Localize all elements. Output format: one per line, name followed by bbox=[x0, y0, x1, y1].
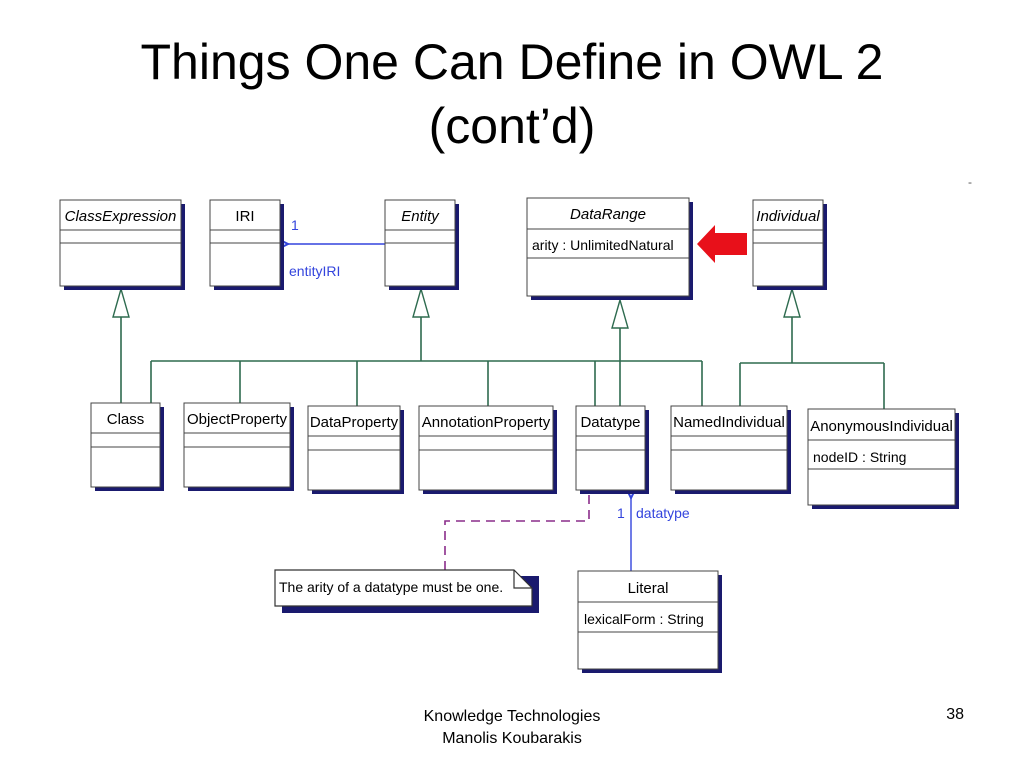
class-iri: IRI bbox=[209, 199, 284, 290]
page-number: 38 bbox=[946, 706, 964, 723]
class-name: Literal bbox=[628, 580, 669, 597]
class-class-expression: ClassExpression bbox=[59, 199, 185, 290]
class-name: DataRange bbox=[570, 206, 646, 223]
class-name: Entity bbox=[401, 208, 440, 225]
class-name: AnnotationProperty bbox=[422, 414, 551, 431]
literal-datatype-role-label: datatype bbox=[636, 505, 690, 521]
class-class: Class bbox=[90, 402, 164, 491]
class-name: ClassExpression bbox=[65, 208, 177, 225]
literal-datatype-multiplicity: 1 bbox=[617, 505, 625, 521]
class-named-individual: NamedIndividual bbox=[670, 405, 791, 494]
class-literal: Literal lexicalForm : String bbox=[577, 570, 722, 673]
slide-title-line-2: (cont’d) bbox=[428, 98, 596, 154]
class-name: Individual bbox=[756, 208, 820, 225]
red-left-arrow-icon bbox=[697, 225, 747, 263]
generalization-triangle bbox=[112, 286, 130, 318]
class-datatype: Datatype bbox=[575, 405, 649, 494]
class-data-range: DataRange arity : UnlimitedNatural bbox=[526, 197, 693, 300]
generalization-lines bbox=[120, 317, 885, 410]
class-name: NamedIndividual bbox=[673, 414, 785, 431]
class-anonymous-individual: AnonymousIndividual nodeID : String bbox=[807, 408, 959, 509]
class-name: DataProperty bbox=[310, 414, 399, 431]
slide-title: Things One Can Define in OWL 2 (cont’d) bbox=[0, 30, 1024, 158]
generalization-triangles bbox=[112, 286, 801, 329]
class-attribute: arity : UnlimitedNatural bbox=[532, 237, 674, 253]
generalization-triangle bbox=[783, 286, 801, 318]
generalization-triangle bbox=[412, 286, 430, 318]
footer-author: Manolis Koubarakis bbox=[442, 730, 582, 747]
class-entity: Entity bbox=[384, 199, 459, 290]
note-link bbox=[444, 495, 590, 570]
class-annotation-property: AnnotationProperty bbox=[418, 405, 557, 494]
slide-footer: Knowledge Technologies Manolis Koubaraki… bbox=[362, 706, 662, 750]
constraint-note: The arity of a datatype must be one. bbox=[274, 569, 539, 613]
class-name: IRI bbox=[235, 208, 254, 225]
entity-iri-role-label: entityIRI bbox=[289, 263, 340, 279]
class-name: AnonymousIndividual bbox=[810, 418, 953, 435]
class-object-property: ObjectProperty bbox=[183, 402, 294, 491]
class-name: ObjectProperty bbox=[187, 411, 288, 428]
note-text: The arity of a datatype must be one. bbox=[279, 579, 503, 595]
class-attribute: lexicalForm : String bbox=[584, 611, 704, 627]
class-individual: Individual bbox=[752, 199, 827, 290]
generalization-triangle bbox=[611, 297, 629, 329]
class-name: Class bbox=[107, 411, 145, 428]
entity-iri-multiplicity: 1 bbox=[291, 217, 299, 233]
slide-title-line-1: Things One Can Define in OWL 2 bbox=[140, 34, 884, 90]
class-data-property: DataProperty bbox=[307, 405, 404, 494]
corner-mark: - bbox=[968, 175, 972, 189]
footer-course: Knowledge Technologies bbox=[423, 708, 601, 725]
class-name: Datatype bbox=[580, 414, 640, 431]
class-attribute: nodeID : String bbox=[813, 449, 906, 465]
